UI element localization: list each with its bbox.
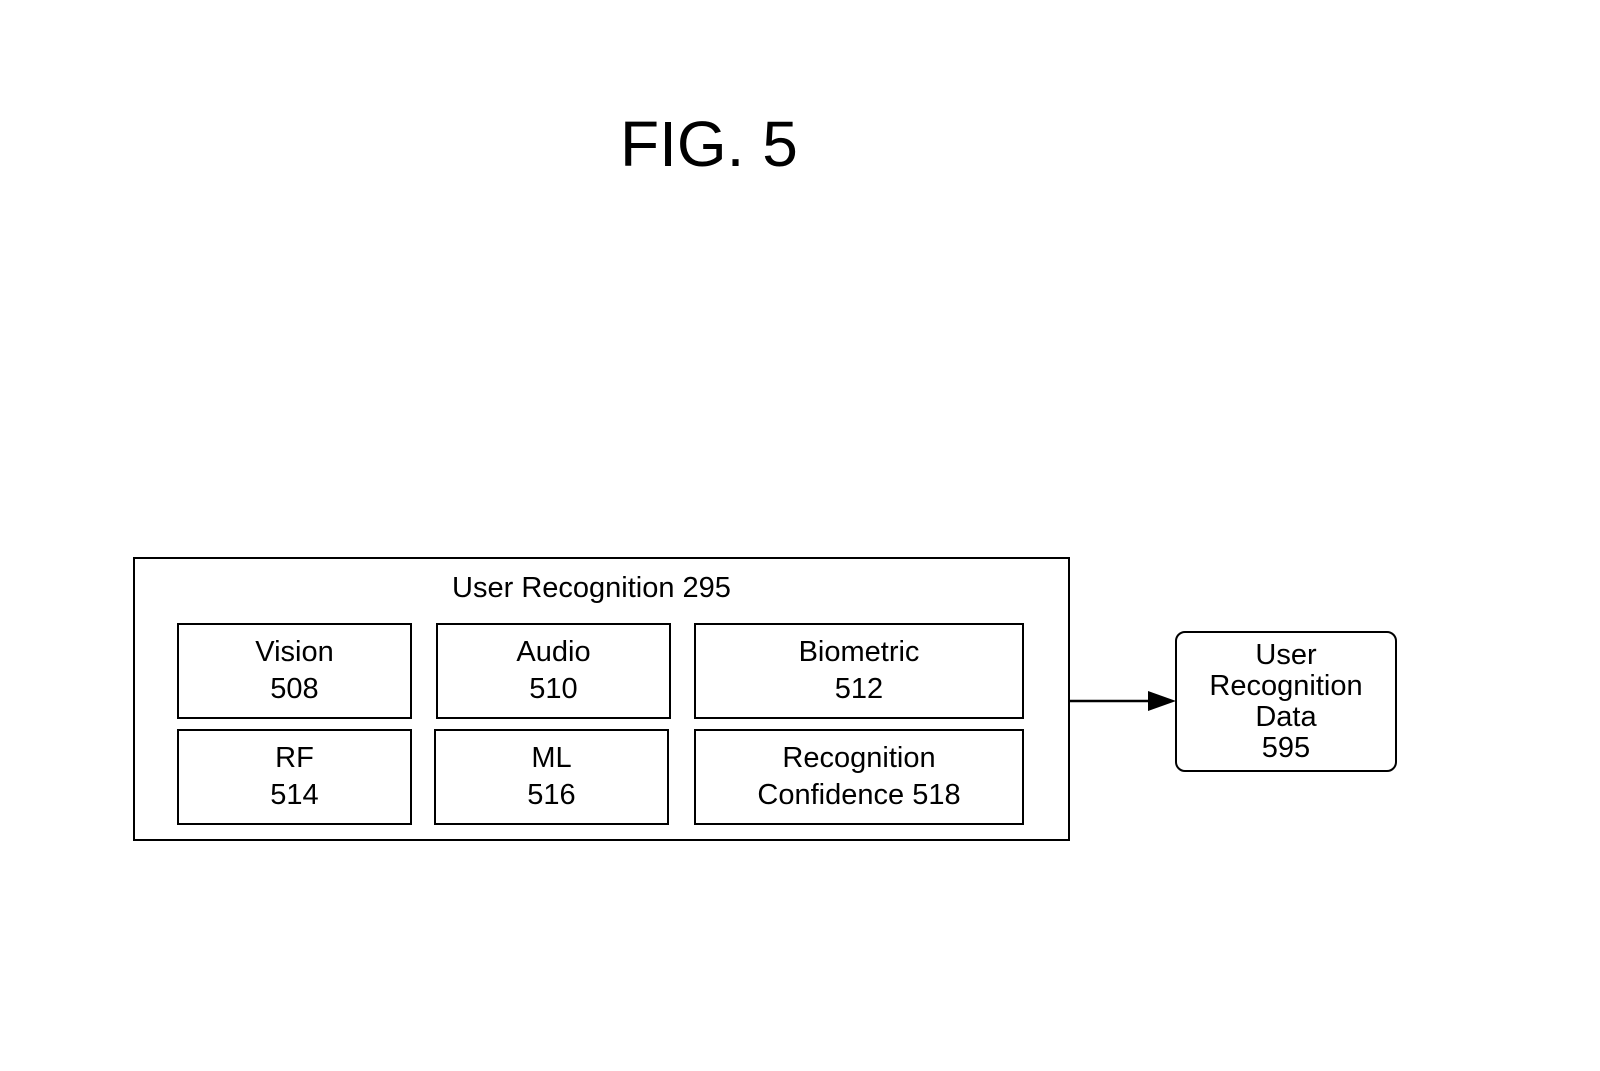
component-name: RF bbox=[275, 742, 314, 774]
output-line-1: User bbox=[1255, 638, 1317, 671]
biometric-component: Biometric 512 bbox=[694, 623, 1024, 719]
component-name: ML bbox=[531, 742, 572, 774]
output-line-2: Recognition bbox=[1209, 669, 1363, 702]
user-recognition-box: User Recognition 295 Vision 508 Audio 51… bbox=[133, 557, 1070, 841]
component-number: 508 bbox=[270, 673, 319, 705]
user-recognition-label: User Recognition 295 bbox=[452, 572, 731, 604]
output-line-4: 595 bbox=[1261, 731, 1311, 764]
figure-title: FIG. 5 bbox=[620, 108, 798, 180]
component-number: 510 bbox=[529, 673, 578, 705]
component-number: 514 bbox=[270, 779, 319, 811]
component-name: Recognition bbox=[782, 742, 936, 774]
vision-component: Vision 508 bbox=[177, 623, 412, 719]
ml-component: ML 516 bbox=[434, 729, 669, 825]
output-line-3: Data bbox=[1255, 700, 1317, 733]
component-number: 516 bbox=[527, 779, 576, 811]
arrow-head bbox=[1148, 691, 1176, 711]
audio-component: Audio 510 bbox=[436, 623, 671, 719]
component-name: Biometric bbox=[798, 636, 920, 668]
component-number: 512 bbox=[834, 673, 884, 705]
user-recognition-data-box: User Recognition Data 595 bbox=[1175, 631, 1397, 772]
rf-component: RF 514 bbox=[177, 729, 412, 825]
component-name: Audio bbox=[516, 636, 591, 668]
component-name: Vision bbox=[255, 636, 334, 668]
recognition-confidence-component: Recognition Confidence 518 bbox=[694, 729, 1024, 825]
component-number: Confidence 518 bbox=[757, 779, 961, 811]
